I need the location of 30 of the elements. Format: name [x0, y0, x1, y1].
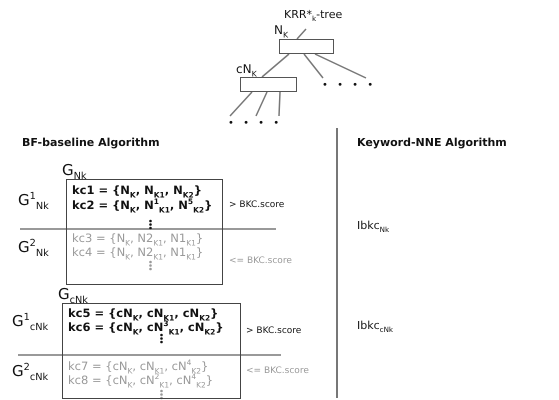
section-heading: Keyword-NNE Algorithm [357, 136, 507, 149]
keyword-combination: kc6 = {cN$_{K}$, cN$^{3}$$_{K1}$, cN$_{K2}$} [68, 321, 224, 334]
node-label: cN$_{K}$ [236, 63, 257, 76]
result-label: Ibkc$_{cNk}$ [357, 319, 394, 332]
tree-edge [278, 92, 281, 116]
tree-edge [262, 53, 290, 78]
ellipsis-dots: • • • • [322, 79, 376, 93]
tree-edge [229, 92, 253, 116]
group-heading: G$_{cNk}$ [58, 287, 88, 302]
threshold-label: <= BKC.score [229, 256, 292, 266]
keyword-combination: kc1 = {N$_{K}$, N$_{K1}$, N$_{K2}$} [72, 184, 202, 197]
node-label: N$_{K}$ [274, 24, 288, 37]
tree-edge [255, 92, 268, 116]
keyword-combination: kc7 = {cN$_{K}$, cN$_{K1}$, cN$^{4}$$_{K2}$} [68, 360, 208, 373]
keyword-combination: kc2 = {N$_{K}$, N$^{1}$$_{K1}$, N$^{5}$$_{K2}$} [72, 199, 212, 212]
threshold-label: <= BKC.score [246, 366, 309, 376]
keyword-combination: kc4 = {N$_{K}$, N2$_{K1}$, N1$_{K1}$} [72, 246, 204, 259]
keyword-combination: kc8 = {cN$_{K}$, cN$^{2}$$_{K1}$, cN$^{4}$$_{K2}$} [68, 374, 214, 387]
section-heading: BF-baseline Algorithm [22, 136, 160, 149]
ellipsis-dots: • • • • [228, 117, 282, 131]
tree-edge [296, 28, 307, 40]
keyword-combination: kc3 = {N$_{K}$, N2$_{K1}$, N1$_{K1}$} [72, 232, 204, 245]
result-label: Ibkc$_{Nk}$ [357, 219, 390, 232]
tree-edge [303, 54, 324, 78]
group-heading: G$_{Nk}$ [62, 163, 87, 178]
threshold-label: > BKC.score [246, 326, 302, 336]
tree-title: KRR*$_{k}$-tree [284, 8, 342, 21]
keyword-combination: kc5 = {cN$_{K}$, cN$_{K1}$, cN$_{K2}$} [68, 307, 218, 320]
tree-edge [314, 53, 366, 79]
threshold-label: > BKC.score [229, 200, 284, 210]
